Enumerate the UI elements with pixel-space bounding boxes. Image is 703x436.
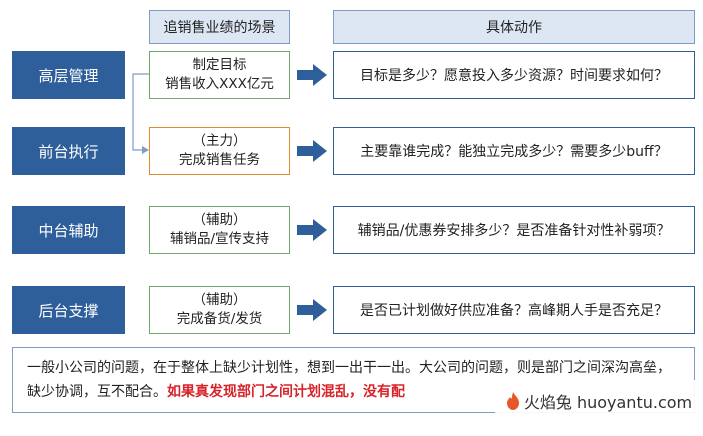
action-box-fulfillment: 是否已计划做好供应准备？高峰期人手是否充足？ xyxy=(333,286,695,334)
action-box-target: 目标是多少？愿意投入多少资源？时间要求如何？ xyxy=(333,51,695,99)
right-arrow-icon xyxy=(297,140,327,162)
connector-arrowhead xyxy=(142,146,149,154)
right-arrow-icon xyxy=(297,219,327,241)
note-emphasis-text: 如果真发现部门之间计划混乱，没有配 xyxy=(167,384,405,400)
scene-line-2: 完成备货/发货 xyxy=(176,311,263,327)
scene-column-header: 追销售业绩的场景 xyxy=(149,10,290,44)
action-box-support-marketing: 辅销品/优惠券安排多少？是否准备针对性补弱项？ xyxy=(333,206,695,254)
action-column-header: 具体动作 xyxy=(333,10,695,44)
right-arrow-icon xyxy=(297,64,327,86)
action-box-main-force: 主要靠谁完成？能独立完成多少？需要多少buff？ xyxy=(333,127,695,175)
scene-box-fulfillment: （辅助） 完成备货/发货 xyxy=(149,286,290,334)
scene-line-2: 完成销售任务 xyxy=(179,152,260,168)
scene-line-1: （辅助） xyxy=(192,292,247,308)
role-front-office: 前台执行 xyxy=(12,127,125,175)
scene-box-main-force: （主力） 完成销售任务 xyxy=(149,127,290,175)
scene-line-2: 销售收入XXX亿元 xyxy=(165,76,274,92)
scene-box-target: 制定目标 销售收入XXX亿元 xyxy=(149,51,290,99)
scene-box-support-marketing: （辅助） 辅销品/宣传支持 xyxy=(149,206,290,254)
role-middle-office: 中台辅助 xyxy=(12,206,125,254)
scene-line-2: 辅销品/宣传支持 xyxy=(169,231,270,247)
right-arrow-icon xyxy=(297,299,327,321)
scene-line-1: 制定目标 xyxy=(192,57,247,73)
watermark-text: 火焰兔 huoyantu.com xyxy=(523,393,693,412)
role-senior-management: 高层管理 xyxy=(12,51,125,99)
flame-icon xyxy=(506,392,519,410)
role-back-office: 后台支撑 xyxy=(12,286,125,334)
connector-line xyxy=(132,73,149,151)
note-text: 一般小公司的问题，在于整体上缺少计划性，想到一出干一出。大公司的问题，则是部门之… xyxy=(27,360,671,400)
scene-line-1: （主力） xyxy=(192,133,247,149)
watermark: 火焰兔 huoyantu.com xyxy=(495,380,703,422)
scene-line-1: （辅助） xyxy=(192,212,247,228)
